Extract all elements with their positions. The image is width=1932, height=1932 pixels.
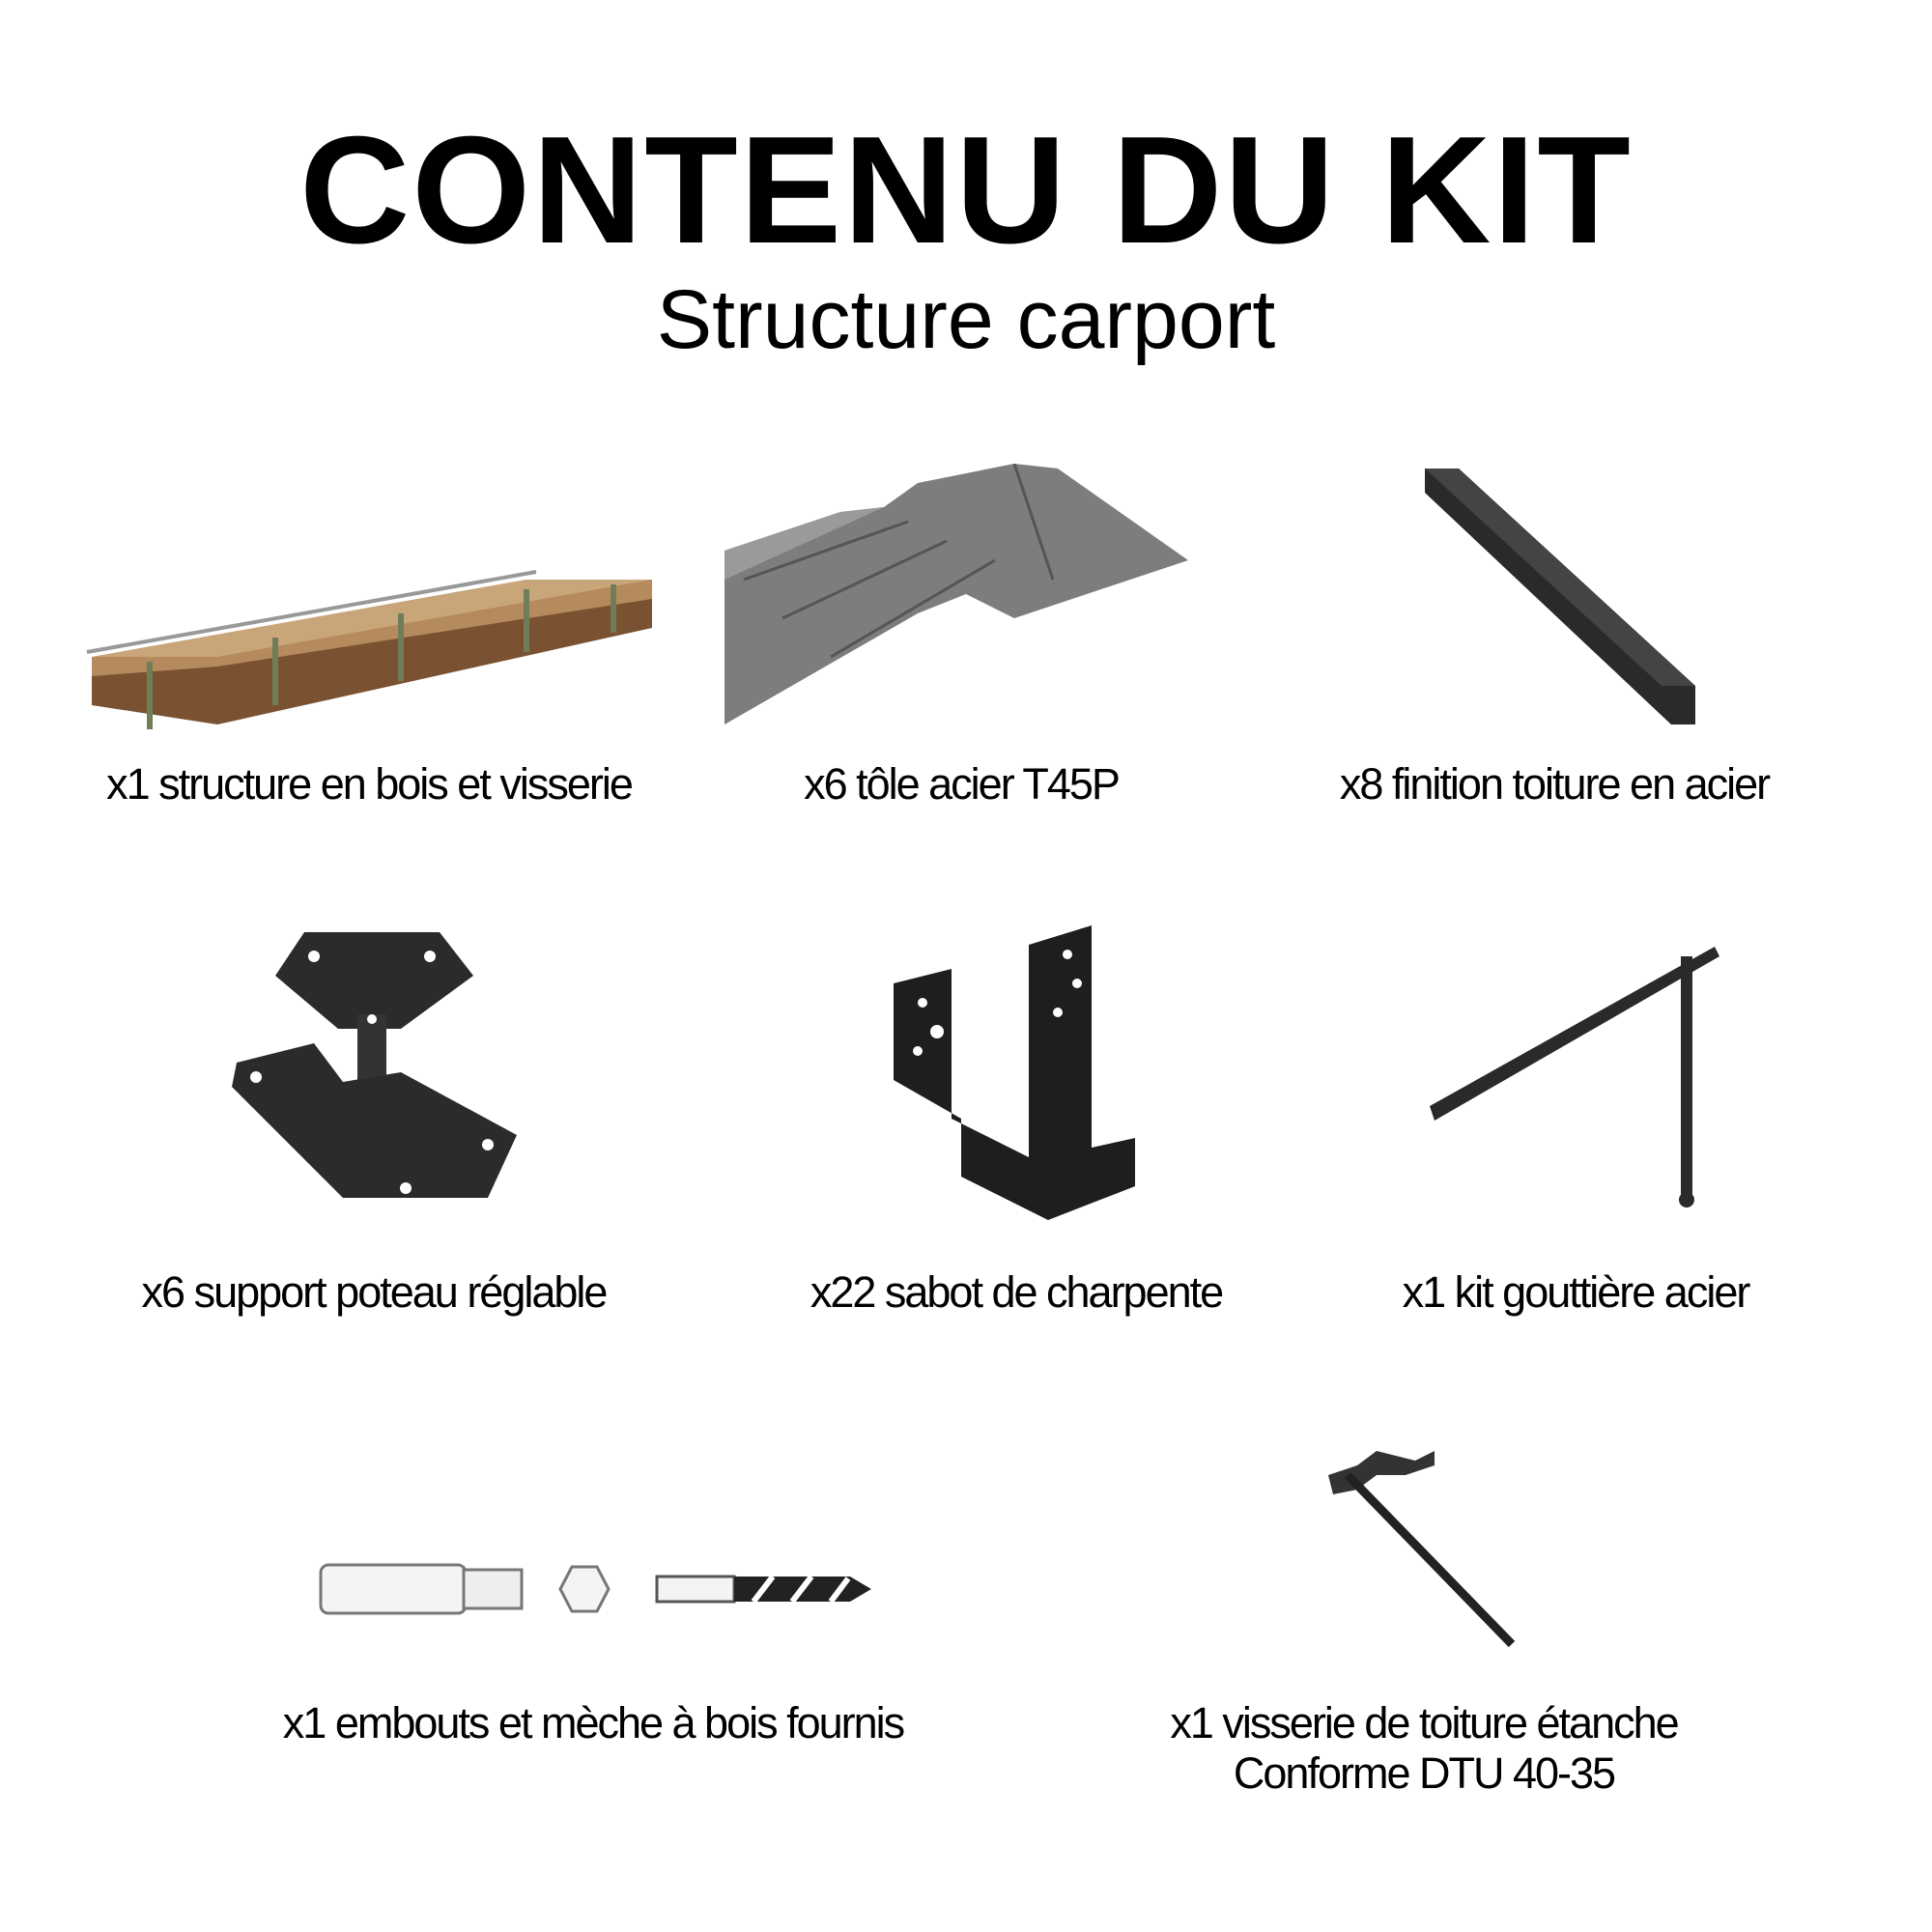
wood-bundle-icon bbox=[86, 570, 652, 729]
drill-bits-icon bbox=[319, 1563, 871, 1615]
item-label: x6 support poteau réglable bbox=[141, 1267, 609, 1317]
page-title: CONTENU DU KIT bbox=[299, 105, 1633, 275]
page-subtitle: Structure carport bbox=[656, 273, 1276, 366]
item-label: x8 finition toiture en acier bbox=[1339, 759, 1771, 809]
item-label-line2: Conforme DTU 40-35 bbox=[1233, 1748, 1616, 1798]
roof-screw-icon bbox=[1328, 1451, 1516, 1648]
joist-hanger-icon bbox=[894, 925, 1135, 1220]
item-label: x6 tôle acier T45P bbox=[804, 759, 1121, 809]
roof-trim-icon bbox=[1425, 469, 1695, 724]
item-label: x22 sabot de charpente bbox=[810, 1267, 1224, 1317]
item-label: x1 visserie de toiture étanche bbox=[1170, 1698, 1679, 1747]
gutter-kit-icon bbox=[1430, 947, 1719, 1208]
post-base-icon bbox=[232, 932, 517, 1198]
item-label: x1 embouts et mèche à bois fournis bbox=[282, 1698, 905, 1747]
item-label: x1 kit gouttière acier bbox=[1402, 1267, 1751, 1317]
steel-sheet-icon bbox=[724, 464, 1188, 724]
item-label: x1 structure en bois et visserie bbox=[106, 759, 634, 809]
